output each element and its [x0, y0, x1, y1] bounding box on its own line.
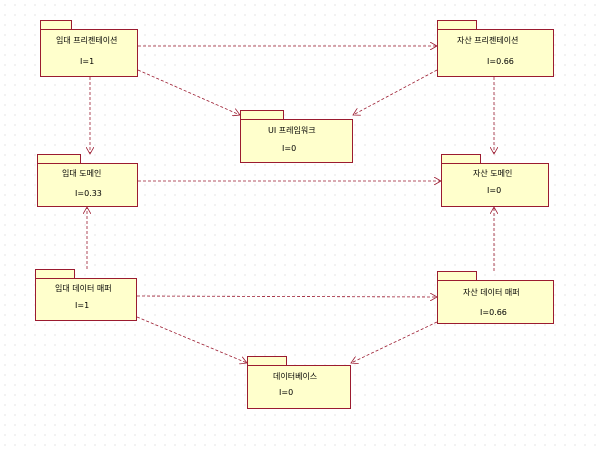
package-metric: I=0.66 — [487, 57, 514, 66]
package-name: 임대 도메인 — [62, 169, 102, 178]
dependency-rental-presentation-to-ui-framework — [137, 69, 240, 115]
package-name: 데이터베이스 — [273, 372, 318, 381]
package-metric: I=0 — [282, 144, 297, 153]
package-rental-presentation[interactable]: 임대 프리젠테이션 I=1 — [40, 20, 138, 77]
dependency-asset-presentation-to-ui-framework — [353, 69, 438, 115]
package-metric: I=1 — [75, 301, 90, 310]
package-name: UI 프레임워크 — [268, 126, 316, 135]
package-name: 자산 프리젠테이션 — [457, 36, 519, 45]
package-rental-domain[interactable]: 임대 도메인 I=0.33 — [37, 154, 138, 207]
dependency-asset-data-mapper-to-database — [351, 321, 438, 363]
package-metric: I=0.33 — [75, 189, 102, 198]
package-database[interactable]: 데이터베이스 I=0 — [247, 356, 351, 409]
package-ui-framework[interactable]: UI 프레임워크 I=0 — [240, 110, 353, 163]
dependency-rental-data-mapper-to-asset-data-mapper — [136, 296, 437, 297]
package-metric: I=0 — [279, 388, 294, 397]
dependency-rental-data-mapper-to-database — [136, 316, 247, 363]
package-metric: I=0.66 — [480, 308, 507, 317]
package-name: 자산 도메인 — [473, 169, 513, 178]
package-asset-presentation[interactable]: 자산 프리젠테이션 I=0.66 — [437, 20, 554, 77]
package-metric: I=0 — [487, 186, 502, 195]
package-rental-data-mapper[interactable]: 임대 데이터 매퍼 I=1 — [35, 269, 137, 321]
package-name: 임대 데이터 매퍼 — [55, 284, 112, 293]
package-asset-domain[interactable]: 자산 도메인 I=0 — [441, 154, 549, 207]
package-name: 자산 데이터 매퍼 — [463, 288, 520, 297]
package-asset-data-mapper[interactable]: 자산 데이터 매퍼 I=0.66 — [437, 271, 554, 324]
package-metric: I=1 — [80, 57, 95, 66]
package-name: 임대 프리젠테이션 — [56, 36, 118, 45]
